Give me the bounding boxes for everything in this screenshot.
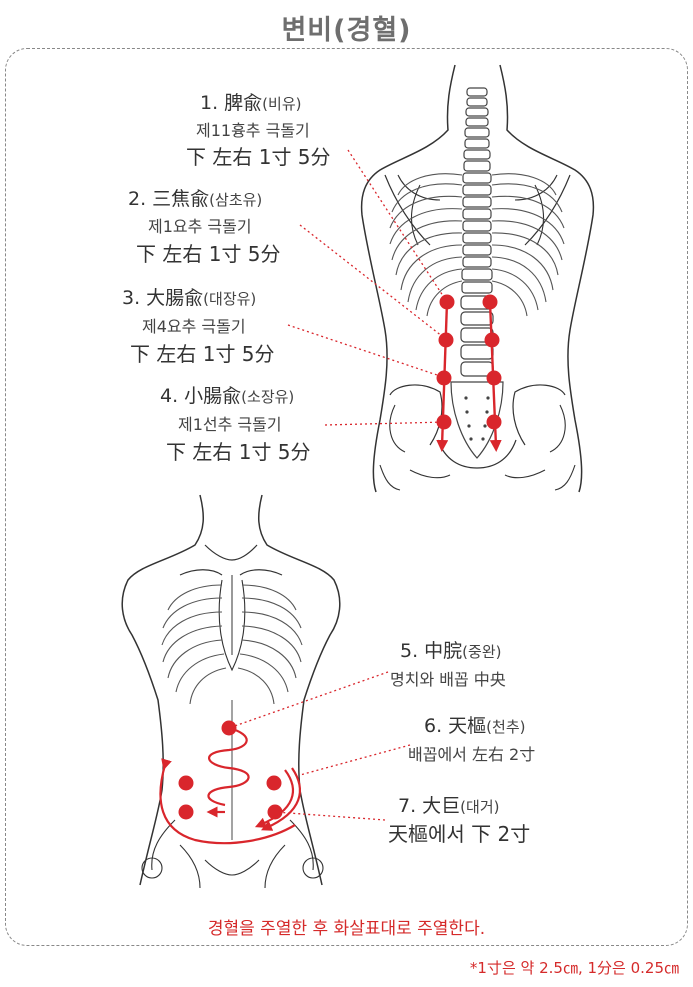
front-figure [121,494,341,889]
point-name: 3. 大腸兪 [122,287,204,309]
point-name: 5. 中脘 [400,640,463,662]
unit-footnote: *1寸은 약 2.5㎝, 1分은 0.25㎝ [469,959,679,977]
back-spine [450,87,504,459]
acupoint-7-right [267,804,283,820]
point-description: 배꼽에서 左右 2寸 [408,745,536,764]
acupoint-6-left [178,775,194,791]
point-location: 제4요추 극돌기 [142,317,246,336]
point-reading: (중완) [462,643,502,661]
point-reading: (대거) [460,798,500,816]
point-reading: (천추) [486,718,526,736]
point-location: 제1선추 극돌기 [178,415,282,434]
point-reading: (삼초유) [209,191,263,209]
back-leader-lines [287,149,448,426]
point-location: 제11흉추 극돌기 [196,121,310,140]
point-reading: (대장유) [203,290,257,308]
acupoint-4-left [436,414,452,430]
point-position: 下 左右 1寸 5分 [186,145,331,169]
point-description: 天樞에서 下 2寸 [388,822,531,846]
point-name: 2. 三焦兪 [128,188,210,210]
point-reading: (비유) [262,95,302,113]
point-location: 제1요추 극돌기 [148,217,252,236]
point-reading: (소장유) [241,388,295,406]
point-name: 4. 小腸兪 [160,385,242,407]
back-ribs [389,173,565,317]
acupoint-1-left [439,294,455,310]
acupoint-2-right [484,332,500,348]
point-position: 下 左右 1寸 5分 [166,440,311,464]
acupoint-3-left [436,370,452,386]
front-arrows [159,726,301,845]
back-acupoints [436,294,502,430]
front-leader-lines [228,671,411,821]
point-description: 명치와 배꼽 中央 [390,670,506,689]
acupoint-6-right [266,775,282,791]
point-name: 1. 脾兪 [200,92,263,114]
acupoint-4-right [486,414,502,430]
sacral-foramina [464,396,490,441]
front-acupoints [178,720,283,820]
point-name: 7. 大巨 [398,795,461,817]
acupoint-5 [221,720,237,736]
content-frame [5,48,688,946]
point-position: 下 左右 1寸 5分 [130,342,275,366]
instruction-caption: 경혈을 주열한 후 화살표대로 주열한다. [207,919,486,939]
front-ribs [161,584,303,705]
point-name: 6. 天樞 [424,715,487,737]
acupoint-2-left [438,332,454,348]
acupoint-7-left [178,804,194,820]
back-figure [360,64,595,493]
page-title: 변비(경혈) [281,15,412,46]
point-position: 下 左右 1寸 5分 [136,242,281,266]
acupoint-1-right [482,294,498,310]
acupoint-3-right [486,370,502,386]
